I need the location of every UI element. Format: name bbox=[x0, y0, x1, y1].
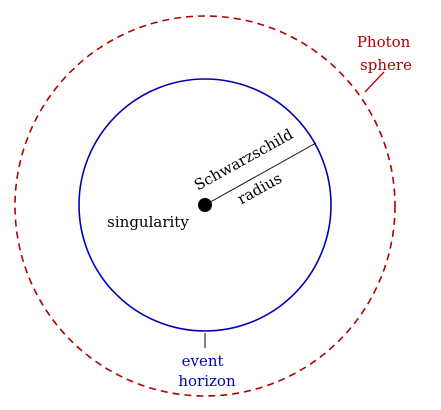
photon-sphere-label: Photon sphere bbox=[357, 33, 415, 74]
singularity-label: singularity bbox=[107, 213, 189, 231]
photon-sphere-label-line2: sphere bbox=[360, 56, 412, 74]
photon-sphere-label-line1: Photon bbox=[357, 33, 411, 51]
event-horizon-label: event horizon bbox=[178, 352, 236, 390]
photon-sphere-pointer bbox=[364, 71, 385, 93]
singularity-dot bbox=[198, 198, 212, 212]
schwarzschild-radius-line bbox=[204, 142, 317, 206]
photon-sphere-circle bbox=[14, 15, 396, 397]
event-horizon-label-line1: event bbox=[182, 352, 224, 370]
event-horizon-circle bbox=[78, 78, 332, 332]
event-horizon-label-line2: horizon bbox=[178, 372, 236, 390]
